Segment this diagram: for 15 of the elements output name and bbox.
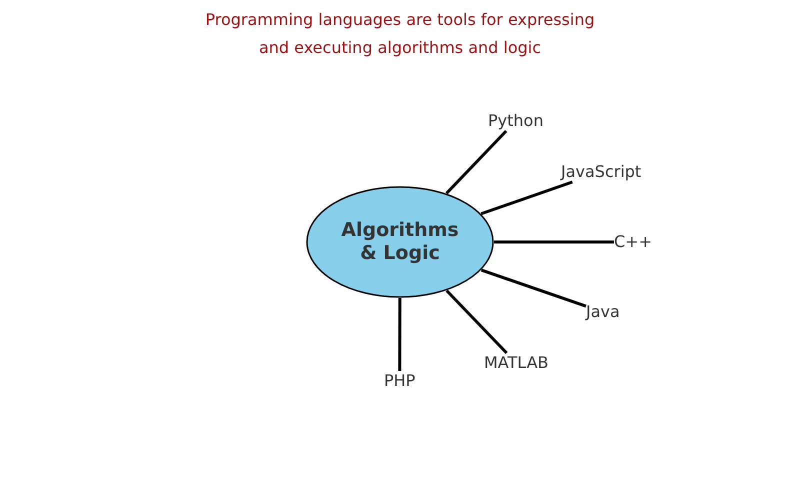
connector-line — [494, 240, 614, 244]
node-title: Algorithms & Logic — [340, 219, 460, 265]
title: Programming languages are tools for expressing and executing algorithms and logic — [204, 9, 596, 59]
connector-line — [445, 130, 508, 194]
connector-line — [480, 268, 586, 308]
language-label: Java — [586, 302, 620, 322]
language-label: MATLAB — [484, 353, 548, 373]
connector-line — [480, 180, 573, 216]
language-label: Python — [488, 111, 544, 131]
connector-line — [446, 290, 508, 354]
language-label: PHP — [384, 371, 416, 391]
language-label: JavaScript — [561, 162, 642, 182]
language-label: C++ — [614, 232, 652, 252]
connector-line — [398, 298, 402, 371]
ellipse-node — [306, 186, 494, 298]
